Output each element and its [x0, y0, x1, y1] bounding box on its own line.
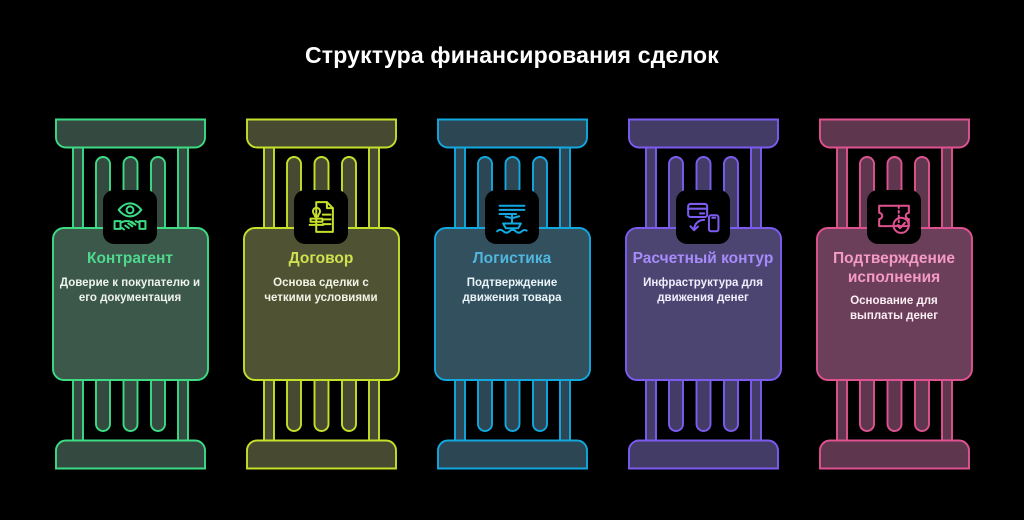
eye-handshake-icon-badge	[103, 190, 157, 244]
eye-handshake-icon	[113, 202, 147, 231]
pillar-shape	[242, 118, 400, 470]
pillar-description: Доверие к покупателю и его документация	[59, 276, 201, 304]
receipt-check-icon	[878, 204, 910, 234]
pillar-description: Подтверждение движения товара	[462, 276, 562, 304]
document-stamp-icon	[308, 201, 334, 233]
pillar-heading: Контрагент	[87, 250, 173, 267]
ship-waves-document-icon-badge	[485, 190, 539, 244]
pillar-heading: Договор	[288, 250, 354, 267]
receipt-check-icon-badge	[867, 190, 921, 244]
pillar-description: Основа сделки с четкими условиями	[264, 276, 378, 304]
pillar-heading: Расчетный контур	[632, 250, 774, 267]
ship-waves-document-icon	[496, 204, 528, 234]
page-title: Структура финансирования сделок	[304, 42, 720, 68]
document-stamp-icon-badge	[294, 190, 348, 244]
card-phone-transfer-icon	[687, 202, 720, 233]
pillar-description: Основание для выплаты денег	[849, 295, 938, 323]
pillar-shape	[624, 118, 782, 470]
pillar-description: Инфраструктура для движения денег	[643, 276, 763, 304]
card-phone-transfer-icon-badge	[676, 190, 730, 244]
pillar-heading: Подтверждение исполнения	[832, 250, 955, 286]
pillar-heading: Логистика	[472, 250, 552, 267]
